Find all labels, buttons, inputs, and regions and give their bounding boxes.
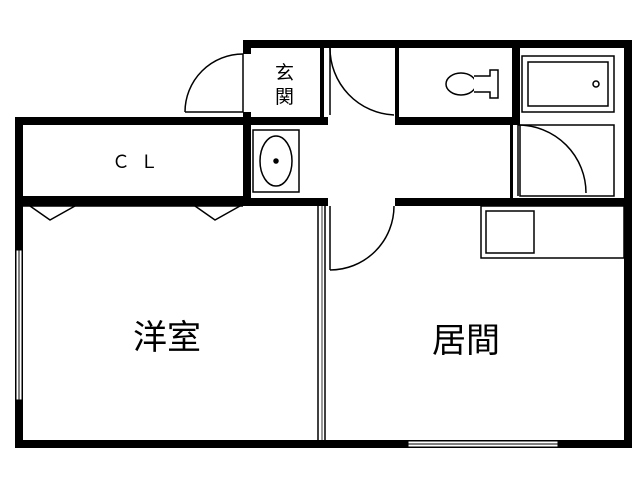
hall-door (329, 47, 395, 116)
toilet (445, 69, 499, 99)
window-west (15, 249, 23, 401)
interior-walls (15, 40, 632, 206)
entrance-door (184, 53, 244, 113)
living-door (329, 205, 395, 271)
wash-basin (252, 129, 300, 193)
room-partition (317, 206, 326, 440)
closet-label: ＣＬ (112, 152, 168, 173)
western-room-label: 洋室 (133, 318, 201, 358)
bath-area (519, 124, 615, 197)
living-room-label: 居間 (432, 321, 500, 361)
entrance-label-bottom: 関 (275, 86, 294, 108)
bath-door (517, 124, 587, 196)
closet-doors (23, 205, 243, 221)
bathtub (521, 55, 615, 113)
window-south (407, 440, 559, 448)
entrance-label-top: 玄 (275, 62, 294, 84)
kitchen-sink (480, 205, 625, 259)
